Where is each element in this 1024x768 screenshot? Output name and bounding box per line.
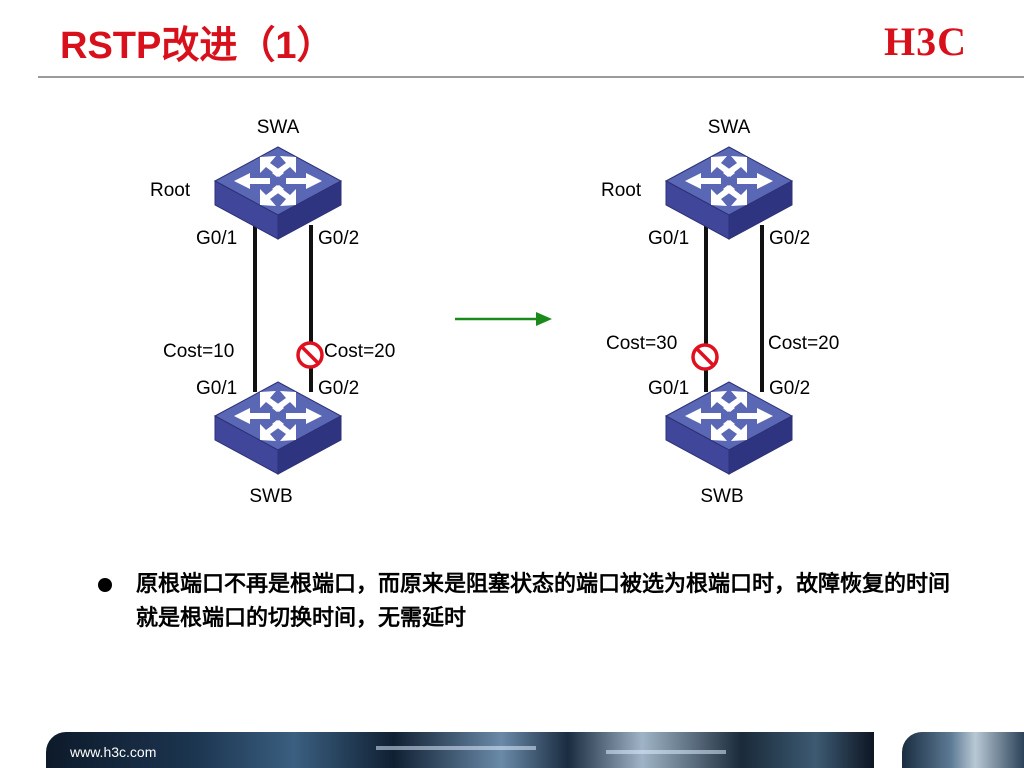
footer-light-streak [376, 746, 536, 750]
left-swa-port-g02: G0/2 [318, 228, 359, 249]
right-swb-port-g02: G0/2 [769, 378, 810, 399]
right-cost-g02: Cost=20 [768, 333, 839, 354]
right-cost-g01: Cost=30 [606, 333, 677, 354]
left-swb-port-g02: G0/2 [318, 378, 359, 399]
footer-light-streak [606, 750, 726, 754]
right-swa-switch-icon [665, 146, 793, 240]
right-swa-port-g01: G0/1 [648, 228, 689, 249]
footer-url-link[interactable]: www.h3c.com [70, 744, 157, 760]
right-blocked-port-icon [691, 343, 719, 371]
left-root-label: Root [150, 180, 191, 201]
left-cost-g01: Cost=10 [163, 341, 234, 362]
bullet-text: 原根端口不再是根端口，而原来是阻塞状态的端口被选为根端口时，故障恢复的时间就是根… [136, 572, 951, 631]
h3c-logo: H3C [884, 19, 967, 64]
footer-banner-right [902, 732, 1024, 768]
left-swb-port-g01: G0/1 [196, 378, 237, 399]
right-root-label: Root [601, 180, 642, 201]
right-swa-label: SWA [708, 117, 751, 138]
left-swa-label: SWA [257, 117, 300, 138]
transition-arrow-icon [455, 312, 552, 326]
left-topology: SWA Root G0/1 G0/2 Cost=10 Cost=20 G0/1 … [150, 117, 395, 507]
right-swb-port-g01: G0/1 [648, 378, 689, 399]
right-swb-label: SWB [700, 486, 743, 507]
right-swa-port-g02: G0/2 [769, 228, 810, 249]
left-swb-label: SWB [249, 486, 292, 507]
right-topology: SWA Root G0/1 G0/2 Cost=30 Cost=20 G0/1 … [601, 117, 839, 507]
left-swa-switch-icon [214, 146, 342, 240]
footer-banner: www.h3c.com [46, 732, 874, 768]
left-swa-port-g01: G0/1 [196, 228, 237, 249]
page-title: RSTP改进（1） [60, 25, 335, 67]
left-cost-g02: Cost=20 [324, 341, 395, 362]
left-blocked-port-icon [296, 341, 324, 369]
title-divider [38, 76, 1024, 78]
rstp-topology-diagram: SWA Root G0/1 G0/2 Cost=10 Cost=20 G0/1 … [150, 117, 839, 507]
bullet-dot-icon [98, 578, 112, 592]
